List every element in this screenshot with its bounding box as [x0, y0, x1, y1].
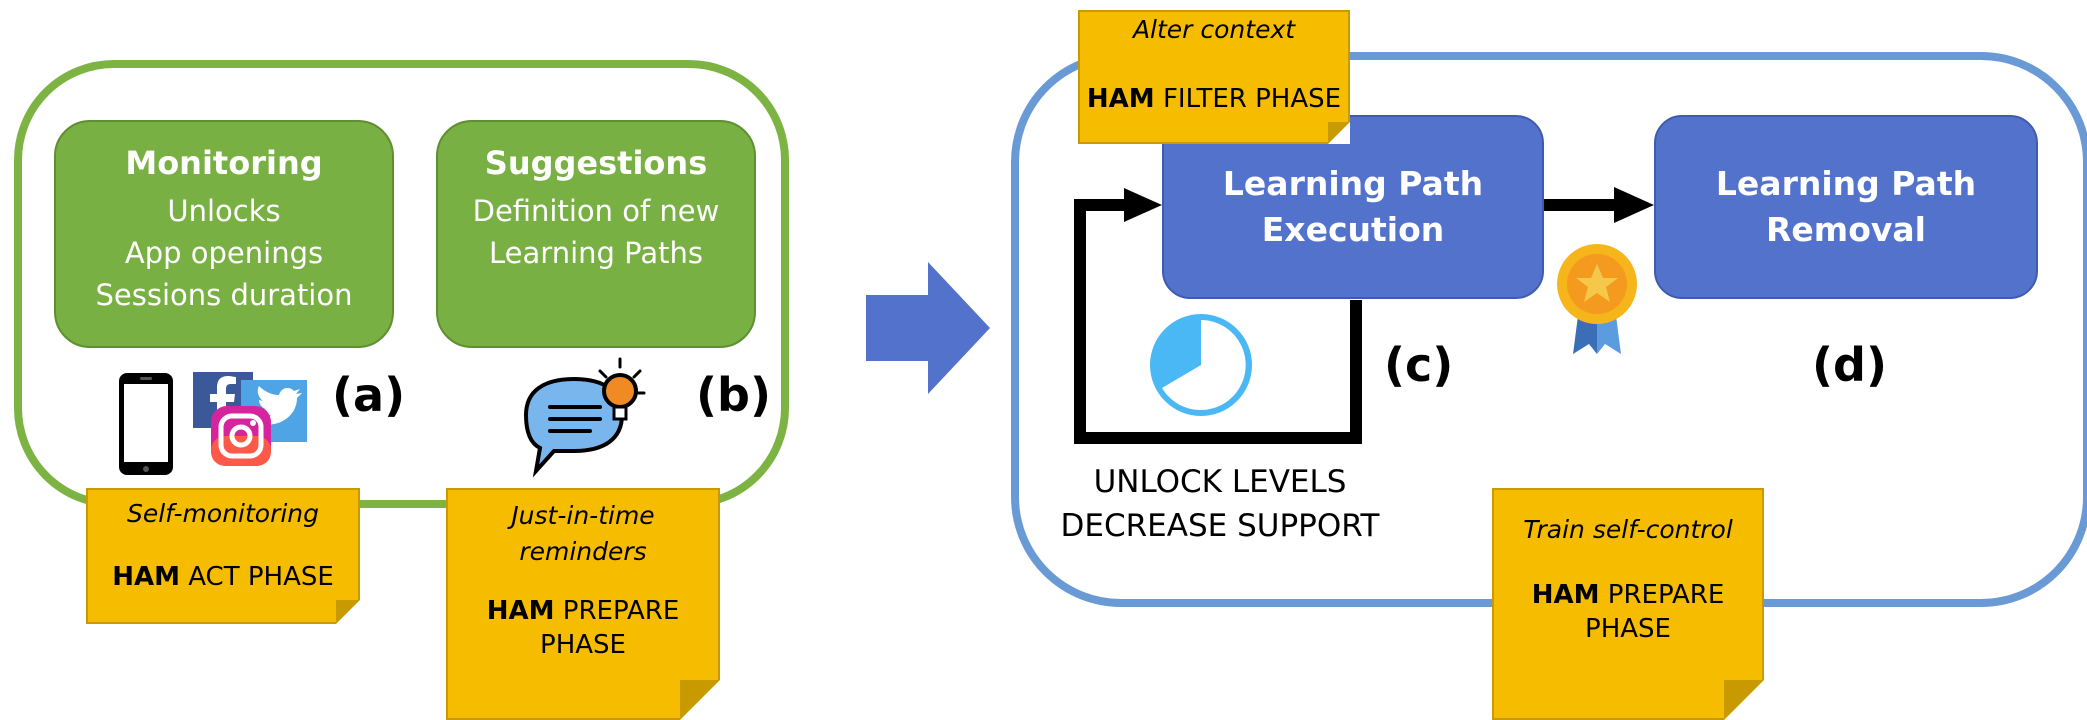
panel-a-outline	[14, 60, 789, 508]
phase-label: FILTER PHASE	[1154, 84, 1342, 114]
note-alter-context-phase: HAM FILTER PHASE	[1080, 82, 1348, 116]
removal-line2: Removal	[1766, 210, 1926, 249]
monitoring-line: Unlocks	[167, 194, 281, 228]
note-corner-fold	[1328, 122, 1350, 144]
loop-caption-line2: DECREASE SUPPORT	[1060, 508, 1380, 544]
suggestions-line: Learning Paths	[489, 236, 703, 270]
note-just-in-time-phase-1: HAM PREPARE	[448, 594, 718, 628]
execution-to-removal-arrowhead	[1614, 187, 1654, 223]
note-train-self-control-title: Train self-control	[1523, 515, 1733, 544]
note-alter-context-title: Alter context	[1132, 15, 1296, 44]
medal-badge-icon	[1549, 238, 1645, 356]
note-self-monitoring-phase: HAM ACT PHASE	[88, 560, 358, 594]
execution-line2: Execution	[1261, 210, 1445, 249]
note-corner-fold	[680, 680, 720, 720]
note-corner-fold	[1724, 680, 1764, 720]
speech-bubble-lightbulb-icon	[518, 355, 646, 479]
ham-label: HAM	[486, 596, 555, 626]
ham-label: HAM	[1531, 580, 1600, 610]
loop-caption: UNLOCK LEVELS DECREASE SUPPORT	[1040, 460, 1400, 548]
ham-label: HAM	[112, 562, 180, 592]
suggestions-line: Definition of new	[472, 194, 720, 228]
note-self-monitoring-title: Self-monitoring	[126, 499, 320, 528]
label-d: (d)	[1812, 338, 1887, 392]
pie-progress-icon	[1148, 312, 1254, 418]
smartphone-icon	[116, 370, 176, 478]
note-self-monitoring: Self-monitoring HAM ACT PHASE	[86, 488, 360, 624]
transition-arrow	[866, 262, 992, 394]
monitoring-box: Monitoring Unlocks App openings Sessions…	[54, 120, 394, 348]
note-just-in-time-phase-2: PHASE	[540, 630, 626, 660]
label-a: (a)	[332, 368, 406, 422]
execution-line1: Learning Path	[1222, 164, 1484, 203]
note-train-self-control-phase-1: HAM PREPARE	[1494, 578, 1762, 612]
label-c: (c)	[1384, 338, 1454, 392]
note-just-in-time-title-2: reminders	[519, 537, 647, 566]
social-media-icon	[193, 370, 311, 472]
note-just-in-time: Just-in-time reminders HAM PREPARE PHASE	[446, 488, 720, 720]
monitoring-line: App openings	[124, 236, 324, 270]
suggestions-box: Suggestions Definition of new Learning P…	[436, 120, 756, 348]
monitoring-line: Sessions duration	[95, 278, 353, 312]
removal-line1: Learning Path	[1715, 164, 1977, 203]
ham-label: HAM	[1086, 84, 1155, 114]
phase-label: ACT PHASE	[179, 562, 334, 592]
note-alter-context: Alter context HAM FILTER PHASE	[1078, 10, 1350, 144]
loop-caption-line1: UNLOCK LEVELS	[1093, 464, 1347, 500]
phase-label: PREPARE	[554, 596, 680, 626]
note-just-in-time-title-1: Just-in-time	[511, 501, 655, 530]
label-b: (b)	[696, 368, 771, 422]
learning-path-removal-box: Learning Path Removal	[1654, 115, 2038, 299]
phase-label: PREPARE	[1599, 580, 1725, 610]
note-train-self-control-phase-2: PHASE	[1585, 614, 1671, 644]
learning-path-execution-box: Learning Path Execution	[1162, 115, 1544, 299]
loop-arrow	[1074, 199, 1362, 444]
note-corner-fold	[336, 600, 360, 624]
monitoring-title: Monitoring	[125, 144, 323, 182]
suggestions-title: Suggestions	[484, 144, 708, 182]
note-train-self-control: Train self-control HAM PREPARE PHASE	[1492, 488, 1764, 720]
loop-arrowhead	[1124, 188, 1162, 222]
